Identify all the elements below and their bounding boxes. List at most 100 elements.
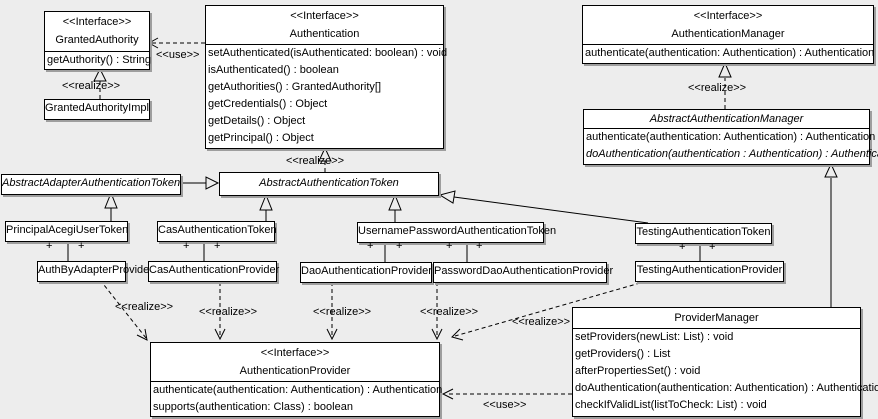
class-authentication-manager[interactable]: <<Interface>> AuthenticationManager auth…	[582, 5, 874, 64]
edge-realize-testingprovider[interactable]	[451, 280, 648, 341]
edge-gen-castoken[interactable]	[259, 193, 273, 221]
class-name: PrincipalAcegiUserToken	[6, 224, 129, 236]
stereotype-label: <<Interface>>	[290, 10, 359, 22]
method-row: setProviders(newList: List) : void	[575, 331, 734, 343]
edge-realize-passworddaoprovider[interactable]	[431, 282, 443, 341]
method-row: getAuthorities() : GrantedAuthority[]	[208, 81, 382, 93]
class-name: GrantedAuthorityImpl	[45, 102, 149, 114]
class-granted-authority[interactable]: <<Interface>> GrantedAuthority getAuthor…	[44, 11, 151, 70]
method-row: supports(authentication: Class) : boolea…	[153, 401, 353, 413]
edge-label-realize-dao: <<realize>>	[313, 306, 372, 318]
stereotype-label: <<Interface>>	[693, 10, 763, 22]
class-title: AbstractAuthenticationManager	[584, 110, 869, 129]
assoc-end-label: +	[679, 241, 686, 253]
edge-label-realize-authbyadapter: <<realize>>	[115, 301, 174, 313]
edge-realize-abstractmanager-manager[interactable]	[718, 61, 732, 109]
class-authentication[interactable]: <<Interface>> Authentication setAuthenti…	[205, 5, 448, 149]
class-name: Authentication	[289, 28, 360, 40]
class-authentication-provider[interactable]: <<Interface>> AuthenticationProvider aut…	[150, 342, 443, 417]
stereotype-label: <<Interface>>	[260, 347, 330, 359]
class-name: AbstractAuthenticationToken	[259, 177, 399, 189]
class-cas-authentication-provider[interactable]: CasAuthenticationProvider	[148, 261, 280, 282]
class-abstract-adapter-authentication-token[interactable]: AbstractAdapterAuthenticationToken	[1, 174, 181, 195]
assoc-end-label: +	[183, 240, 190, 252]
class-dao-authentication-provider[interactable]: DaoAuthenticationProvider	[300, 262, 432, 283]
assoc-end-label: +	[78, 240, 85, 252]
edge-realize-abstracttoken-authentication[interactable]	[318, 146, 332, 172]
class-title: <<Interface>> GrantedAuthority	[45, 12, 149, 52]
edge-label-realize-testing: <<realize>>	[512, 316, 571, 328]
method-row: doAuthentication(authentication: Authent…	[575, 382, 878, 394]
class-name: ProviderManager	[674, 312, 759, 324]
class-testing-authentication-token[interactable]: TestingAuthenticationToken	[635, 223, 772, 244]
edge-gen-principaltoken[interactable]	[104, 191, 118, 221]
edge-realize-casprovider[interactable]	[214, 282, 226, 341]
edge-gen-usernamepasswordtoken[interactable]	[388, 193, 402, 222]
class-cas-authentication-token[interactable]: CasAuthenticationToken	[157, 221, 277, 242]
class-title: <<Interface>> AuthenticationManager	[583, 6, 873, 45]
class-name: CasAuthenticationToken	[158, 224, 277, 236]
edge-label-use-providermanager: <<use>>	[483, 399, 527, 411]
edge-label-realize-passworddao: <<realize>>	[420, 306, 479, 318]
class-name: PasswordDaoAuthenticationProvider	[434, 265, 614, 277]
class-provider-manager[interactable]: ProviderManager setProviders(newList: Li…	[572, 307, 878, 417]
method-row: getProviders() : List	[575, 348, 671, 360]
class-testing-authentication-provider[interactable]: TestingAuthenticationProvider	[635, 261, 784, 282]
assoc-end-label: +	[396, 240, 403, 252]
assoc-end-label: +	[214, 240, 221, 252]
edge-label-use-grantedauthority: <<use>>	[156, 49, 200, 61]
method-row: isAuthenticated() : boolean	[208, 64, 339, 76]
class-auth-by-adapter-provider[interactable]: AuthByAdapterProvider	[37, 261, 153, 282]
assoc-end-label: +	[46, 240, 53, 252]
method-row: afterPropertiesSet() : void	[575, 365, 701, 377]
class-abstract-authentication-token[interactable]: AbstractAuthenticationToken	[219, 172, 439, 196]
edge-gen-testingtoken[interactable]	[438, 190, 649, 224]
class-name: CasAuthenticationProvider	[149, 264, 280, 276]
class-name: AbstractAuthenticationManager	[649, 113, 804, 125]
class-name: AuthenticationProvider	[239, 365, 351, 377]
class-name: TestingAuthenticationToken	[636, 226, 771, 238]
class-principal-acegi-user-token[interactable]: PrincipalAcegiUserToken	[5, 221, 128, 242]
class-password-dao-authentication-provider[interactable]: PasswordDaoAuthenticationProvider	[433, 262, 614, 283]
edge-label-realize-abstractmanager: <<realize>>	[688, 82, 747, 94]
class-name: TestingAuthenticationProvider	[636, 264, 783, 276]
method-row: setAuthenticated(isAuthenticated: boolea…	[208, 47, 448, 59]
method-row: authenticate(authentication: Authenticat…	[585, 47, 875, 59]
assoc-end-label: +	[367, 240, 374, 252]
class-granted-authority-impl[interactable]: GrantedAuthorityImpl	[44, 99, 150, 120]
class-name: AuthenticationManager	[671, 28, 785, 40]
edge-use-authentication-grantedauthority[interactable]	[147, 37, 205, 49]
edge-realize-grantedauthorityimpl[interactable]	[93, 67, 107, 99]
edge-use-providermanager-authenticationprovider[interactable]	[441, 388, 572, 400]
assoc-end-label: +	[476, 240, 483, 252]
method-row: getAuthority() : String	[47, 54, 151, 66]
class-name: DaoAuthenticationProvider	[301, 265, 432, 277]
class-title: <<Interface>> Authentication	[206, 6, 443, 45]
stereotype-label: <<Interface>>	[62, 16, 132, 28]
edge-label-realize-grantedauthorityimpl: <<realize>>	[62, 80, 121, 92]
edge-label-realize-abstracttoken: <<realize>>	[286, 155, 345, 167]
method-row: getPrincipal() : Object	[208, 132, 314, 144]
method-row: checkIfValidList(listToCheck: List) : vo…	[575, 399, 767, 411]
edge-realize-daoprovider[interactable]	[326, 282, 338, 341]
edge-realize-authbyadapterprovider[interactable]	[99, 279, 148, 341]
edge-label-realize-cas: <<realize>>	[199, 306, 258, 318]
class-name: UsernamePasswordAuthenticationToken	[358, 225, 557, 237]
assoc-end-label: +	[446, 240, 453, 252]
edge-gen-adaptertoken-abstracttoken[interactable]	[179, 176, 220, 190]
method-row: doAuthentication(authentication : Authen…	[586, 148, 878, 160]
class-username-password-authentication-token[interactable]: UsernamePasswordAuthenticationToken	[357, 222, 557, 243]
class-name: AuthByAdapterProvider	[38, 264, 153, 276]
class-title: <<Interface>> AuthenticationProvider	[151, 343, 439, 382]
method-row: authenticate(authentication: Authenticat…	[586, 131, 876, 143]
class-name: GrantedAuthority	[55, 34, 139, 46]
method-row: getCredentials() : Object	[208, 98, 328, 110]
class-abstract-authentication-manager[interactable]: AbstractAuthenticationManager authentica…	[583, 109, 878, 165]
class-title: ProviderManager	[573, 308, 860, 329]
edge-gen-providermanager-abstractmanager[interactable]	[824, 162, 838, 307]
method-row: authenticate(authentication: Authenticat…	[153, 384, 443, 396]
assoc-end-label: +	[709, 241, 716, 253]
class-name: AbstractAdapterAuthenticationToken	[2, 177, 181, 189]
